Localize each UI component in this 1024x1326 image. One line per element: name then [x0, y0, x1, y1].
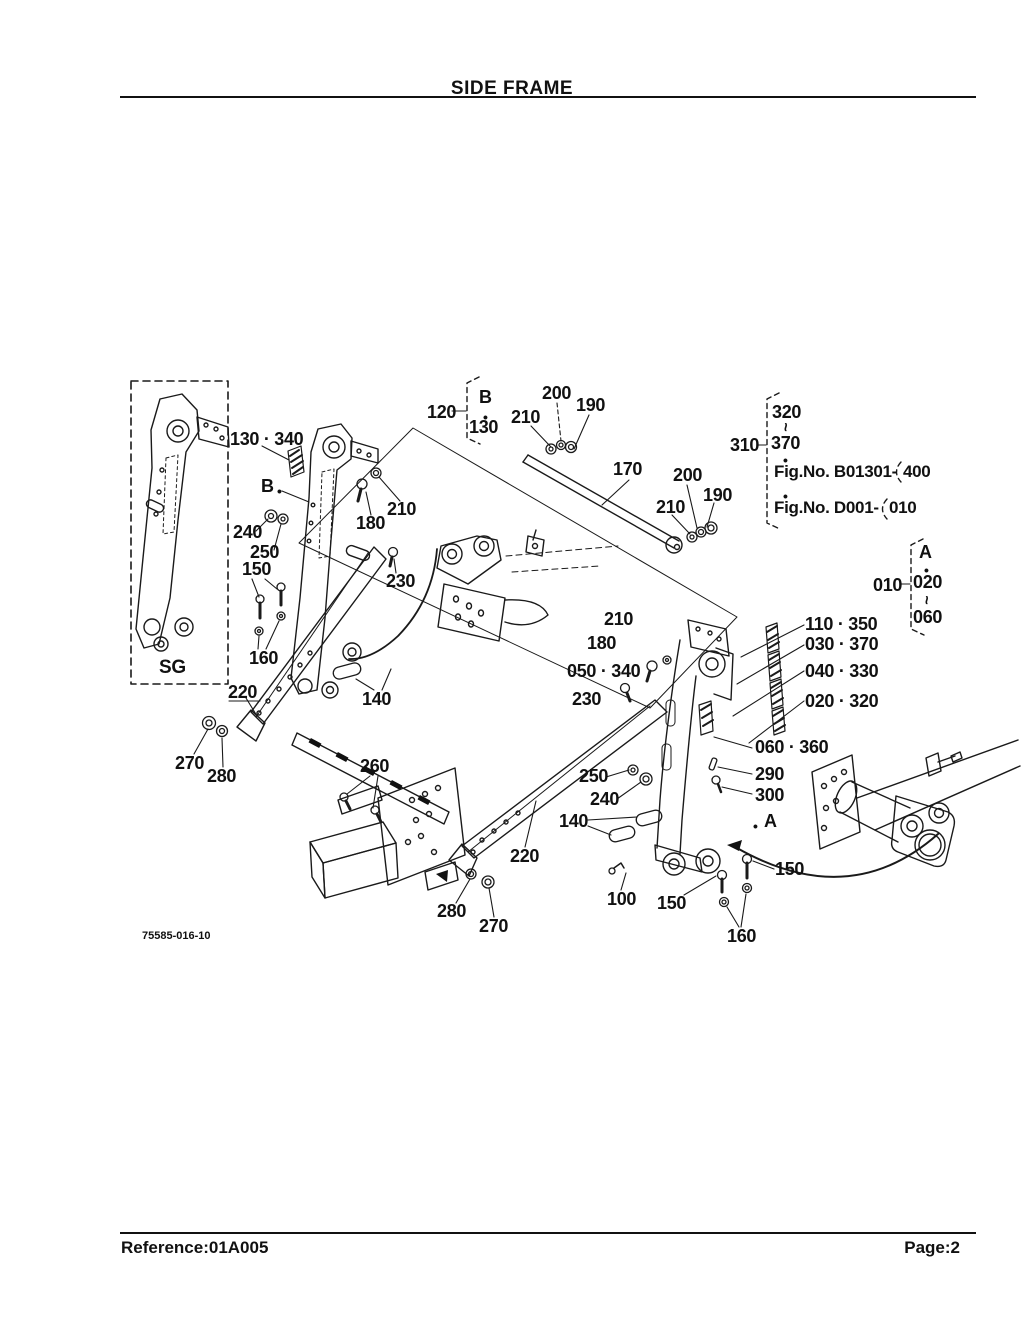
fig-ref-2-prefix: Fig.No. D001-	[774, 498, 879, 517]
callout-270-bottom: 270	[479, 916, 509, 936]
callout-270-left: 270	[175, 753, 205, 773]
callout-250-left: 250	[250, 542, 280, 562]
sg-inset-box	[130, 380, 229, 685]
title-divider	[120, 96, 976, 98]
bullet-fig-1: •	[783, 452, 788, 468]
main-panel-outline	[298, 427, 738, 709]
callout-140-left: 140	[362, 689, 392, 709]
callout-010: 010	[873, 575, 903, 595]
callout-050-340: 050 · 340	[567, 661, 641, 681]
callout-150-bottom: 150	[775, 859, 805, 879]
callout-a-right: A	[764, 811, 777, 831]
callout-210-left: 210	[387, 499, 417, 519]
callout-b-left: B	[261, 476, 274, 496]
callout-060: 060	[913, 607, 943, 627]
bullet-a-right: •	[753, 818, 758, 834]
callout-120: 120	[427, 402, 457, 422]
right-side-frame	[654, 619, 734, 876]
callout-130: 130	[469, 417, 499, 437]
callout-280-bottom: 280	[437, 901, 467, 921]
footer-page-number: Page:2	[904, 1238, 960, 1257]
callout-150-left: 150	[242, 559, 272, 579]
hatched-strips	[287, 445, 786, 736]
callout-200-top: 200	[542, 383, 572, 403]
callout-160-bottom: 160	[727, 926, 757, 946]
callout-a-top: A	[919, 542, 932, 562]
drawing-number: 75585-016-10	[142, 930, 211, 942]
bullet-fig-2: •	[783, 488, 788, 504]
tilde-020-060: ~	[917, 595, 935, 605]
cross-member-front	[236, 546, 387, 742]
callout-020: 020	[913, 572, 943, 592]
callout-190-top: 190	[576, 395, 606, 415]
fig-ref-1-prefix: Fig.No. B01301-	[774, 462, 898, 481]
left-side-frame	[290, 423, 379, 699]
footer-divider	[120, 1232, 976, 1234]
callout-250-bottom: 250	[579, 766, 609, 786]
callout-150-mid: 150	[657, 893, 687, 913]
center-bracket	[348, 529, 619, 660]
callout-b-top: B	[479, 387, 492, 407]
callout-240-left: 240	[233, 522, 263, 542]
callout-280-left: 280	[207, 766, 237, 786]
callout-130-340: 130 · 340	[230, 429, 304, 449]
axle-assembly	[727, 739, 1021, 878]
callout-180-left: 180	[356, 513, 386, 533]
callout-210-top: 210	[511, 407, 541, 427]
callout-220-left: 220	[228, 682, 258, 702]
callout-110-350: 110 · 350	[805, 614, 878, 634]
bullet-b-top: •	[483, 409, 488, 425]
fig-ref-1-number: 400	[903, 462, 931, 481]
inset-label-sg: SG	[159, 657, 186, 678]
callout-230-right: 230	[572, 689, 602, 709]
callout-240-bottom: 240	[590, 789, 620, 809]
callout-200-rod: 200	[673, 465, 703, 485]
callout-100: 100	[607, 889, 637, 909]
callout-210-right: 210	[604, 609, 634, 629]
callout-300: 300	[755, 785, 785, 805]
leader-lines	[193, 402, 911, 928]
callout-180-right: 180	[587, 633, 617, 653]
callout-290: 290	[755, 764, 785, 784]
page-title: SIDE FRAME	[450, 78, 574, 99]
callout-230-left: 230	[386, 571, 416, 591]
callout-020-320: 020 · 320	[805, 691, 879, 711]
callout-030-370: 030 · 370	[805, 634, 879, 654]
fastener-parts	[201, 439, 753, 908]
callout-310: 310	[730, 435, 760, 455]
dashed-group-brackets	[466, 376, 925, 636]
tie-rod-170	[522, 454, 683, 554]
tilde-320-370: ~	[776, 422, 794, 432]
callout-160-left: 160	[249, 648, 279, 668]
callout-140-bottom: 140	[559, 811, 589, 831]
callout-040-330: 040 · 330	[805, 661, 879, 681]
callout-220-bottom: 220	[510, 846, 540, 866]
callout-190-rod: 190	[703, 485, 733, 505]
callout-210-rod: 210	[656, 497, 686, 517]
callout-370: 370	[771, 433, 801, 453]
footer-reference: Reference:01A005	[121, 1238, 269, 1257]
bullet-b-left: •	[277, 483, 282, 499]
bullet-a-group: •	[924, 562, 929, 578]
fig-ref-2-number: 010	[889, 498, 917, 517]
sg-inset-frame	[135, 393, 230, 652]
callout-260: 260	[360, 756, 390, 776]
callout-060-360: 060 · 360	[755, 737, 829, 757]
cross-member-rear	[448, 699, 668, 877]
lower-mount-assembly	[291, 732, 466, 899]
callout-320: 320	[772, 402, 802, 422]
callout-170: 170	[613, 459, 643, 479]
